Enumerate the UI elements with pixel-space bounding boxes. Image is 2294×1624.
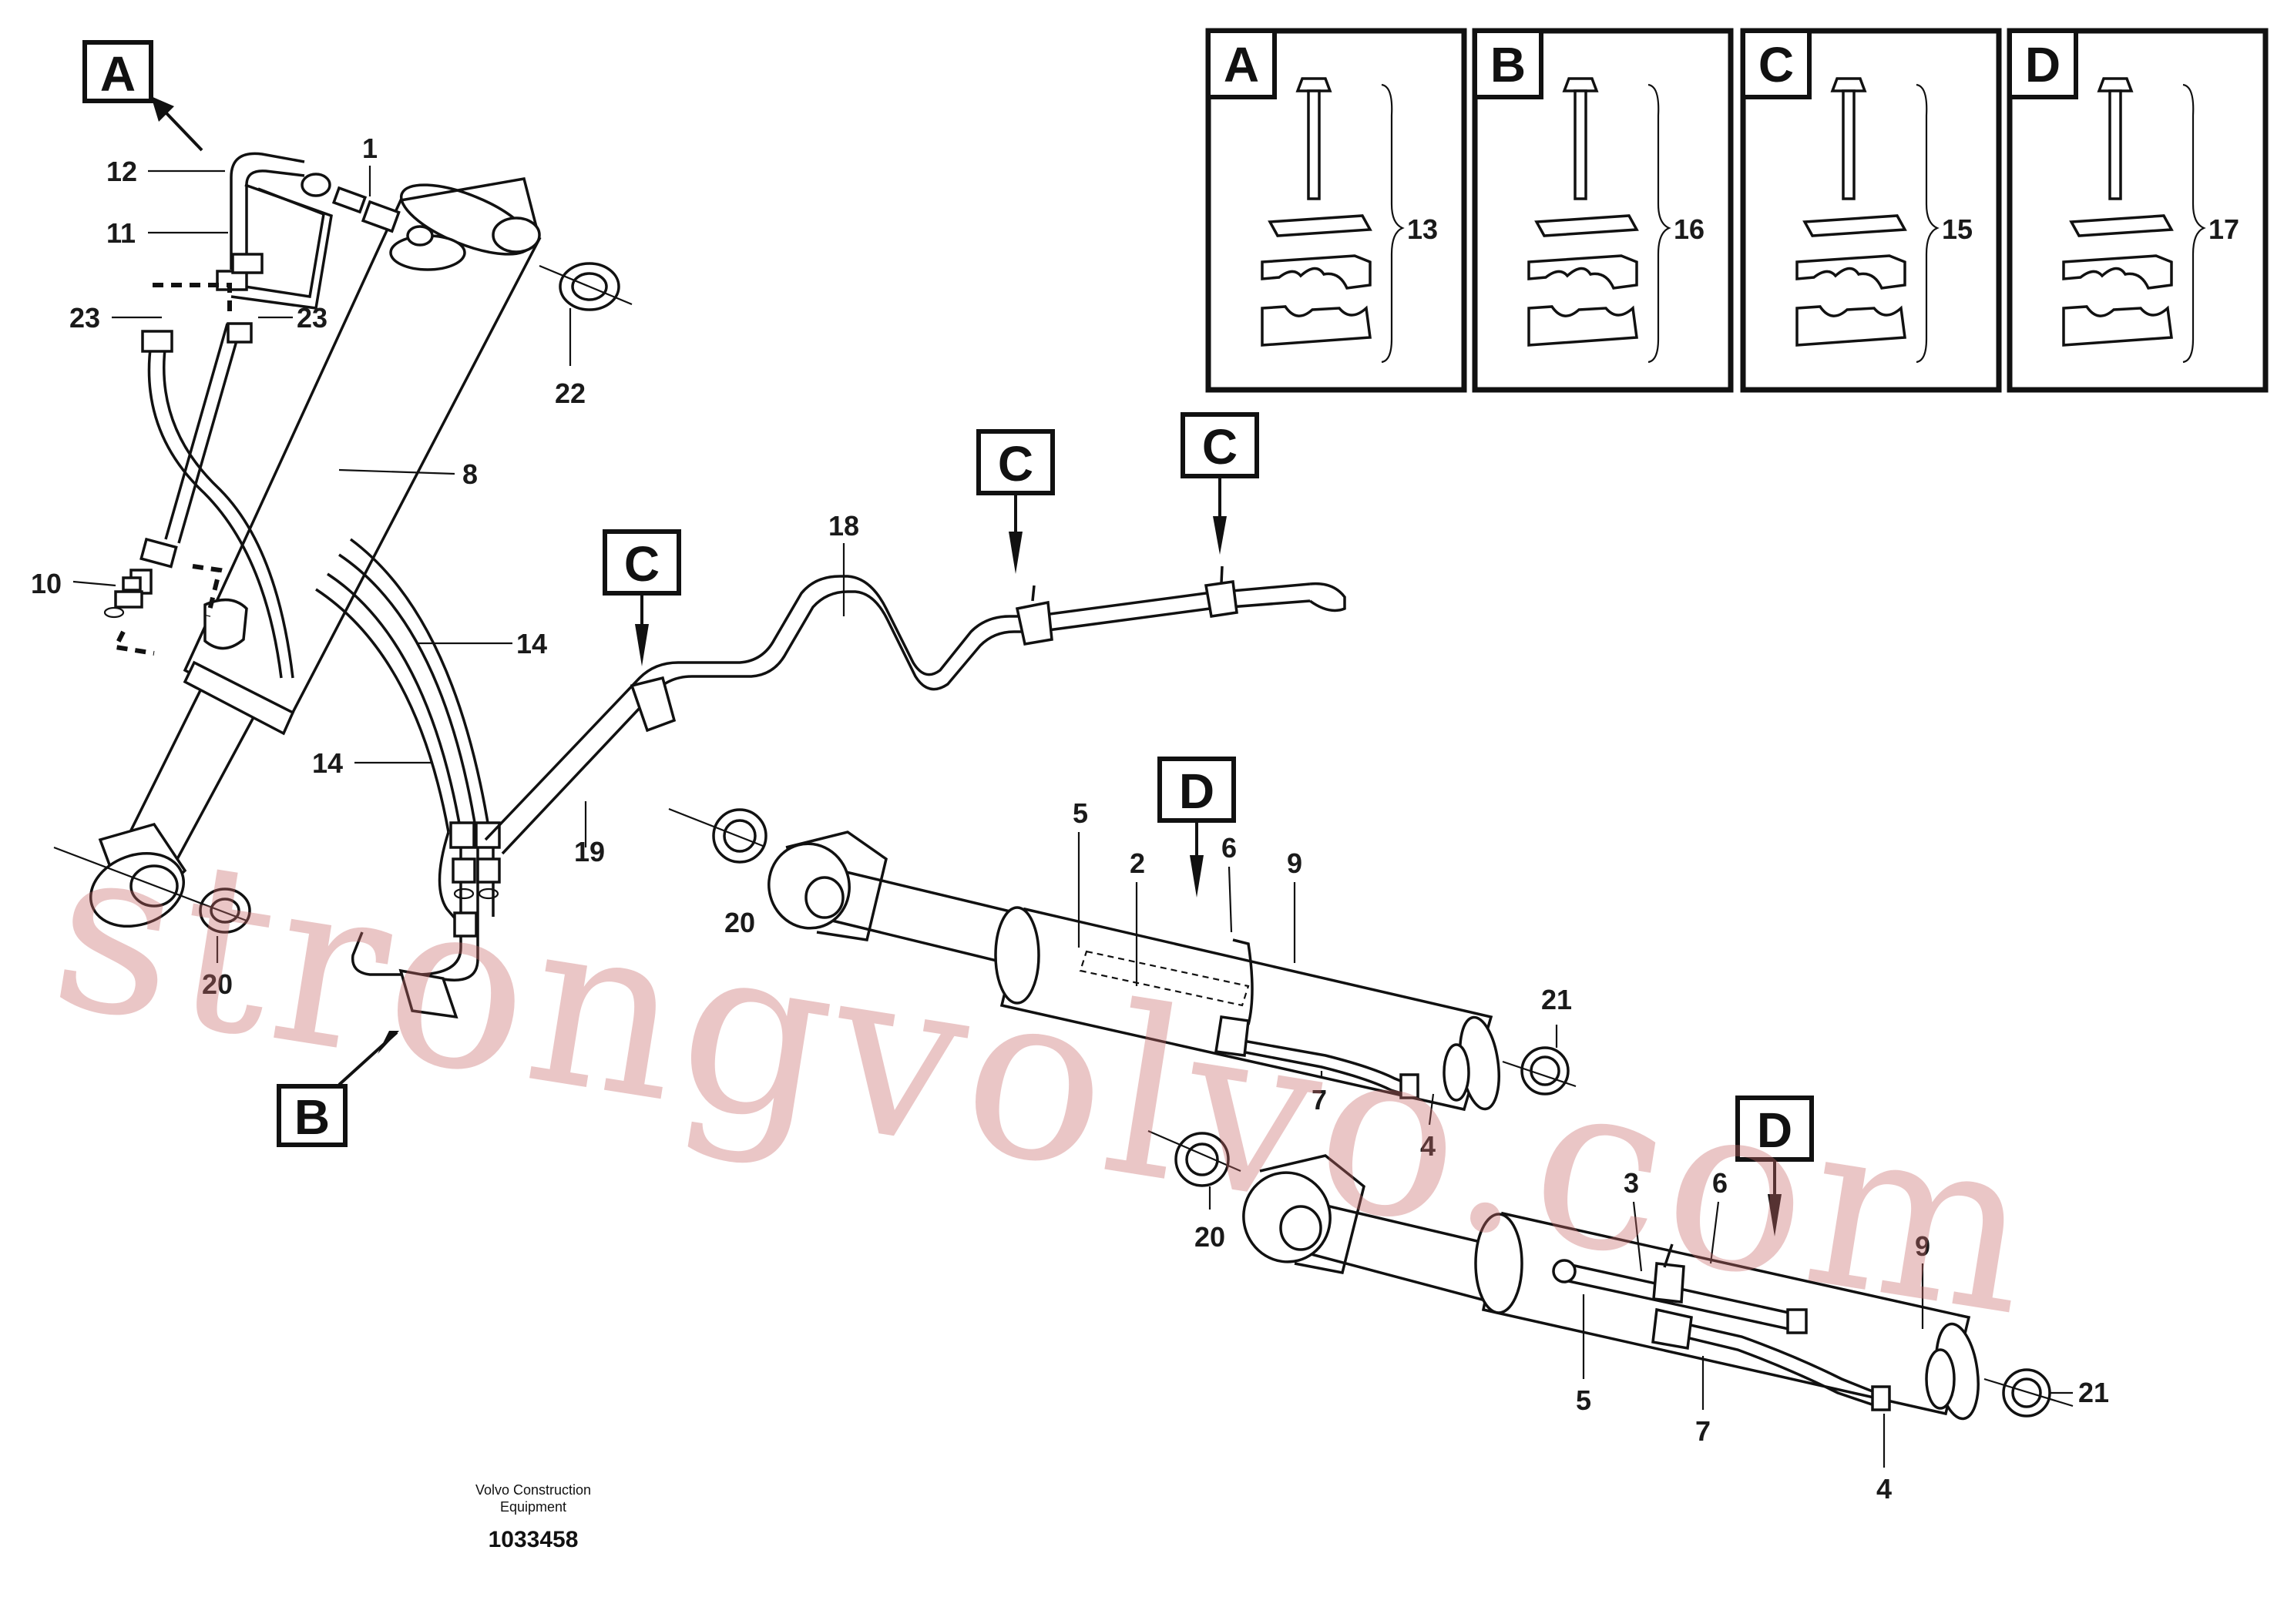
callout-4-middle: 4 — [1420, 1130, 1436, 1162]
callout-22: 22 — [555, 377, 586, 409]
dashed-connector-10 — [112, 564, 223, 656]
clamp-assembly-icon — [1261, 77, 1405, 364]
hoses-14 — [315, 538, 501, 1019]
svg-text:C: C — [998, 436, 1033, 492]
detail-box-a-letter: A — [1224, 37, 1259, 92]
view-marker-c2: C — [976, 429, 1055, 574]
svg-text:D: D — [1179, 763, 1214, 819]
callout-3: 3 — [1624, 1167, 1639, 1199]
detail-box-b: B 16 — [1472, 28, 1734, 393]
seal-ring-20-lower — [1147, 1129, 1241, 1187]
callout-23-left: 23 — [69, 302, 100, 334]
leader-lines — [72, 166, 2073, 1468]
detail-box-c-number: 15 — [1942, 213, 1973, 245]
callout-14-lower: 14 — [312, 747, 343, 779]
callout-6-middle: 6 — [1221, 832, 1237, 864]
detail-box-b-number: 16 — [1674, 213, 1705, 245]
callout-10: 10 — [31, 568, 62, 599]
svg-text:A: A — [100, 46, 136, 102]
view-marker-d2: D — [1735, 1096, 1814, 1236]
detail-box-d: D 17 — [2007, 28, 2269, 393]
callout-7-middle: 7 — [1312, 1084, 1327, 1116]
clamp-assembly-icon — [1527, 77, 1671, 364]
callout-7-lower: 7 — [1695, 1415, 1711, 1447]
vertical-cylinder — [89, 176, 542, 928]
watermark-text: strongvolvo.com — [38, 790, 2054, 1367]
callout-21-middle: 21 — [1541, 984, 1572, 1015]
callout-2: 2 — [1130, 847, 1145, 879]
callout-9-middle: 9 — [1287, 847, 1302, 879]
view-marker-a: A — [82, 40, 203, 152]
svg-text:B: B — [294, 1089, 330, 1145]
detail-box-a-number: 13 — [1407, 213, 1438, 245]
callout-6-lower: 6 — [1712, 1167, 1728, 1199]
callout-labels: 1 12 11 23 23 22 8 10 14 14 18 19 20 20 … — [31, 133, 2109, 1505]
middle-cylinder — [767, 830, 1500, 1112]
caption-company-line2: Equipment — [500, 1499, 566, 1515]
view-marker-c1: C — [603, 529, 681, 666]
callout-21-lower: 21 — [2078, 1377, 2109, 1408]
callout-4-lower: 4 — [1876, 1473, 1892, 1505]
svg-text:C: C — [1202, 419, 1238, 475]
callout-20-lower: 20 — [1194, 1221, 1225, 1253]
detail-box-b-letter: B — [1490, 37, 1526, 92]
pipes-18-19 — [484, 565, 1346, 855]
seal-ring-20-left — [53, 846, 251, 934]
lower-cylinder — [1242, 1154, 1980, 1421]
callout-8: 8 — [462, 458, 478, 490]
detail-box-c-letter: C — [1758, 37, 1794, 92]
caption-block: Volvo Construction Equipment 1033458 — [475, 1482, 591, 1552]
clamp-assembly-icon — [1795, 77, 1940, 364]
seal-ring-20-middle — [668, 807, 767, 864]
detail-box-d-number: 17 — [2208, 213, 2239, 245]
callout-5-lower: 5 — [1576, 1384, 1591, 1416]
caption-company-line1: Volvo Construction — [475, 1482, 591, 1498]
view-marker-b: B — [277, 1031, 399, 1147]
detail-box-c: C 15 — [1740, 28, 2002, 393]
svg-text:C: C — [624, 536, 660, 592]
callout-20-middle: 20 — [724, 907, 755, 938]
callout-19: 19 — [574, 836, 605, 867]
callout-9-lower: 9 — [1915, 1230, 1930, 1262]
callout-11: 11 — [106, 217, 136, 249]
svg-text:D: D — [1757, 1102, 1792, 1158]
detail-box-d-letter: D — [2025, 37, 2061, 92]
callout-23-right: 23 — [297, 302, 327, 334]
fitting-1 — [301, 173, 434, 247]
view-marker-c3: C — [1181, 412, 1259, 555]
callout-5-middle: 5 — [1073, 797, 1088, 829]
callout-20-left: 20 — [202, 968, 233, 1000]
seal-ring-22 — [539, 262, 633, 311]
view-marker-d1: D — [1157, 757, 1236, 898]
callout-18: 18 — [828, 510, 859, 542]
seal-ring-21-middle — [1502, 1046, 1577, 1096]
fitting-10 — [103, 576, 143, 619]
callout-1: 1 — [362, 133, 378, 164]
seal-ring-21-lower — [1983, 1368, 2074, 1418]
clamp-assembly-icon — [2062, 77, 2206, 364]
detail-box-a: A 13 — [1205, 28, 1467, 393]
callout-12: 12 — [106, 156, 137, 187]
dashed-connector-23 — [153, 283, 232, 316]
callout-14-upper: 14 — [516, 628, 547, 659]
document-number: 1033458 — [489, 1527, 579, 1552]
